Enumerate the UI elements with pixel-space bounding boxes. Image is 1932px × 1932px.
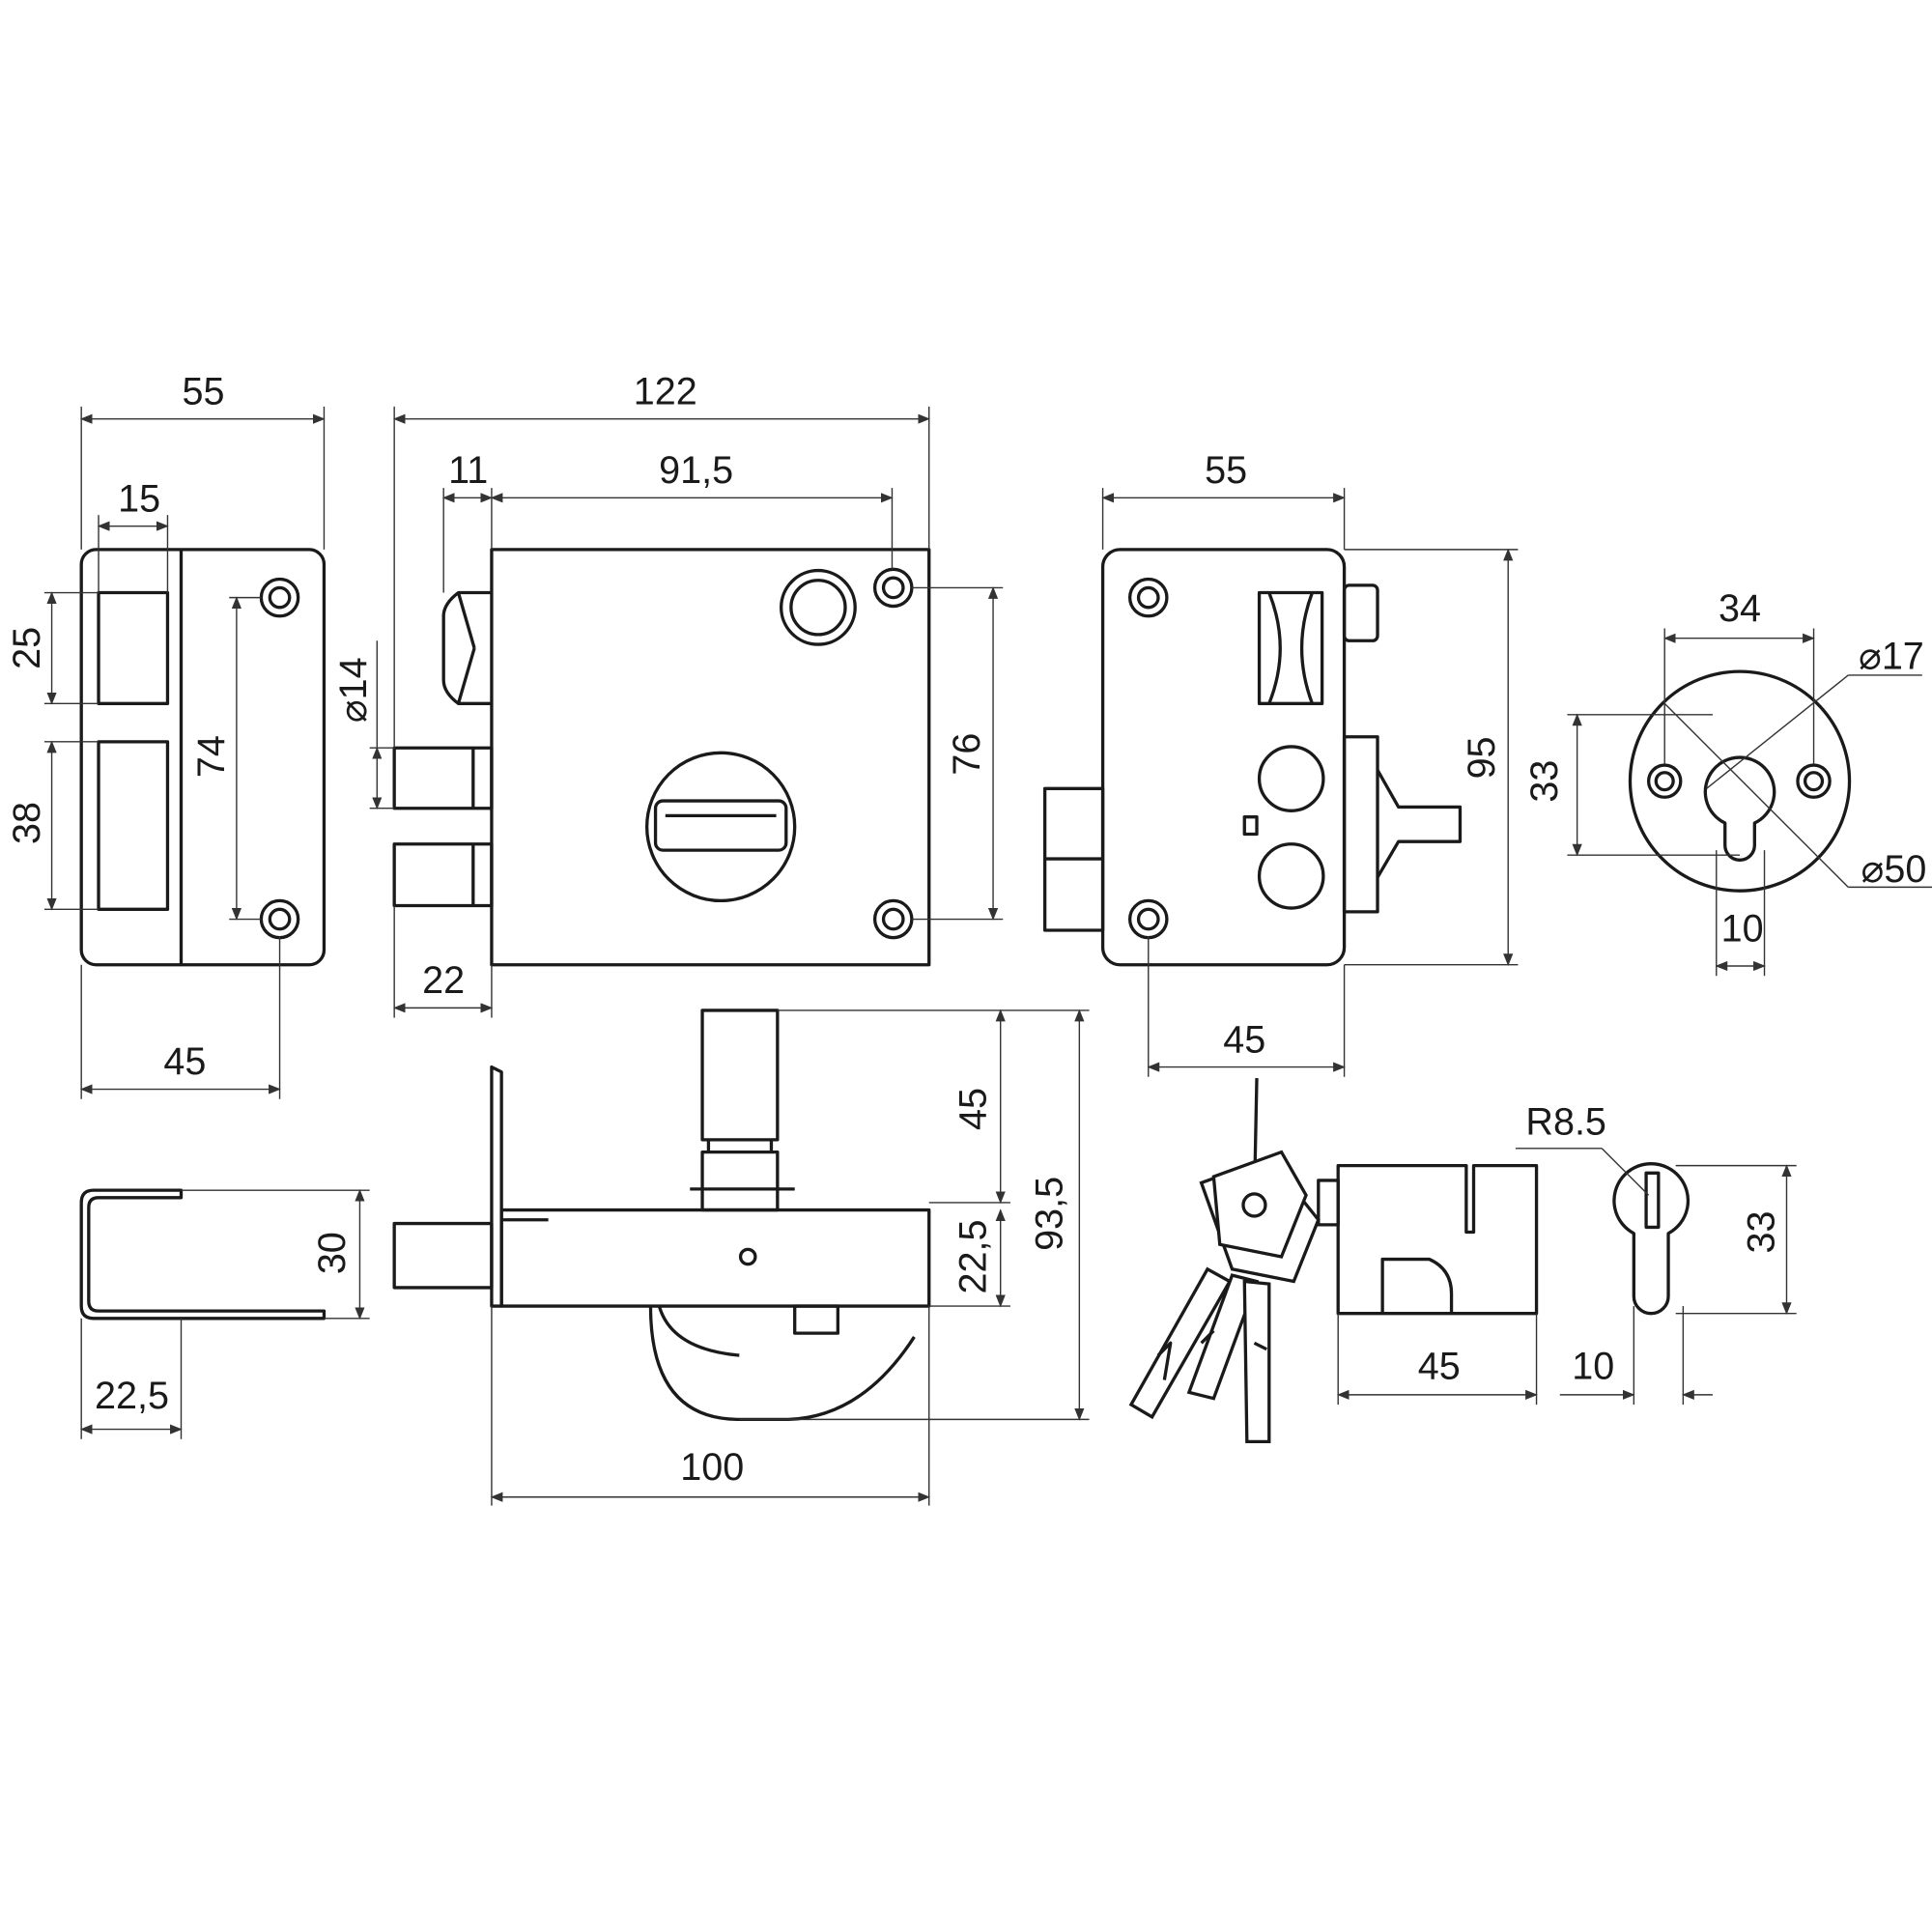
screw-icon [872, 567, 914, 609]
screw-icon [1646, 763, 1683, 799]
dim-strike-depth: 22,5 [95, 1375, 169, 1417]
dim-outer-diameter: ⌀50 [1861, 848, 1927, 891]
screw-icon [259, 577, 300, 618]
dim-overall-height: 93,5 [1028, 1177, 1070, 1251]
dim-overall-width: 122 [634, 370, 697, 412]
dim-back-height: 95 [1461, 736, 1503, 779]
lock-side-view: 45 22,5 93,5 100 [392, 1009, 1090, 1506]
dim-cylinder-width: 10 [1572, 1345, 1614, 1387]
keys-and-cylinder-view: R8.5 45 10 33 [1128, 1078, 1797, 1444]
dim-bolt-projection: 22 [422, 959, 465, 1002]
screw-icon [259, 898, 300, 940]
lock-back-view: 55 95 45 [1042, 449, 1519, 1077]
dim-cylinder-height: 33 [1741, 1211, 1783, 1254]
dim-bolt-offset: 11 [448, 449, 488, 492]
dim-cylinder-radius: R8.5 [1525, 1101, 1606, 1144]
dim-back-width: 55 [1205, 449, 1247, 492]
dim-hole-diameter: ⌀17 [1859, 636, 1924, 678]
dim-slot-bottom: 38 [6, 802, 48, 844]
dim-back-screw-offset: 45 [1223, 1018, 1265, 1061]
escutcheon-view: 34 ⌀17 33 ⌀50 10 [1523, 587, 1932, 977]
knob-icon [644, 751, 797, 903]
dim-strike-height: 30 [311, 1232, 354, 1274]
strike-side-view: 30 22,5 [79, 1188, 370, 1439]
dim-slot-width: 15 [118, 477, 160, 520]
screw-icon [1127, 898, 1169, 940]
dim-bolt-diameter: ⌀14 [332, 657, 375, 723]
dim-screw-offset: 45 [163, 1040, 206, 1083]
dim-cylinder-length: 45 [1418, 1345, 1461, 1387]
cylinder-icon [1336, 1163, 1539, 1316]
dim-escutcheon-screw-spacing: 34 [1719, 587, 1761, 630]
dim-escutcheon-slot-width: 10 [1721, 907, 1764, 950]
dim-body-height: 22,5 [952, 1220, 994, 1294]
screw-icon [1796, 763, 1832, 799]
dim-escutcheon-height: 33 [1523, 760, 1566, 803]
keys-icon [1128, 1078, 1321, 1444]
screw-icon [1127, 577, 1169, 618]
screw-icon [872, 898, 914, 940]
dim-knob-height: 45 [952, 1088, 994, 1130]
dim-screw-spacing: 74 [190, 735, 233, 778]
cylinder-profile-icon [1612, 1162, 1690, 1316]
strike-front-view: 55 15 25 38 74 45 [6, 370, 327, 1099]
lock-front-view: 122 11 91,5 ⌀14 22 76 [332, 370, 1004, 1018]
dim-screw-spacing-v: 76 [946, 733, 988, 776]
dim-slot-top: 25 [6, 627, 48, 669]
dim-strike-width: 55 [182, 370, 224, 412]
dim-lock-depth: 100 [680, 1446, 744, 1489]
dim-screw-spacing-h: 91,5 [659, 449, 733, 492]
